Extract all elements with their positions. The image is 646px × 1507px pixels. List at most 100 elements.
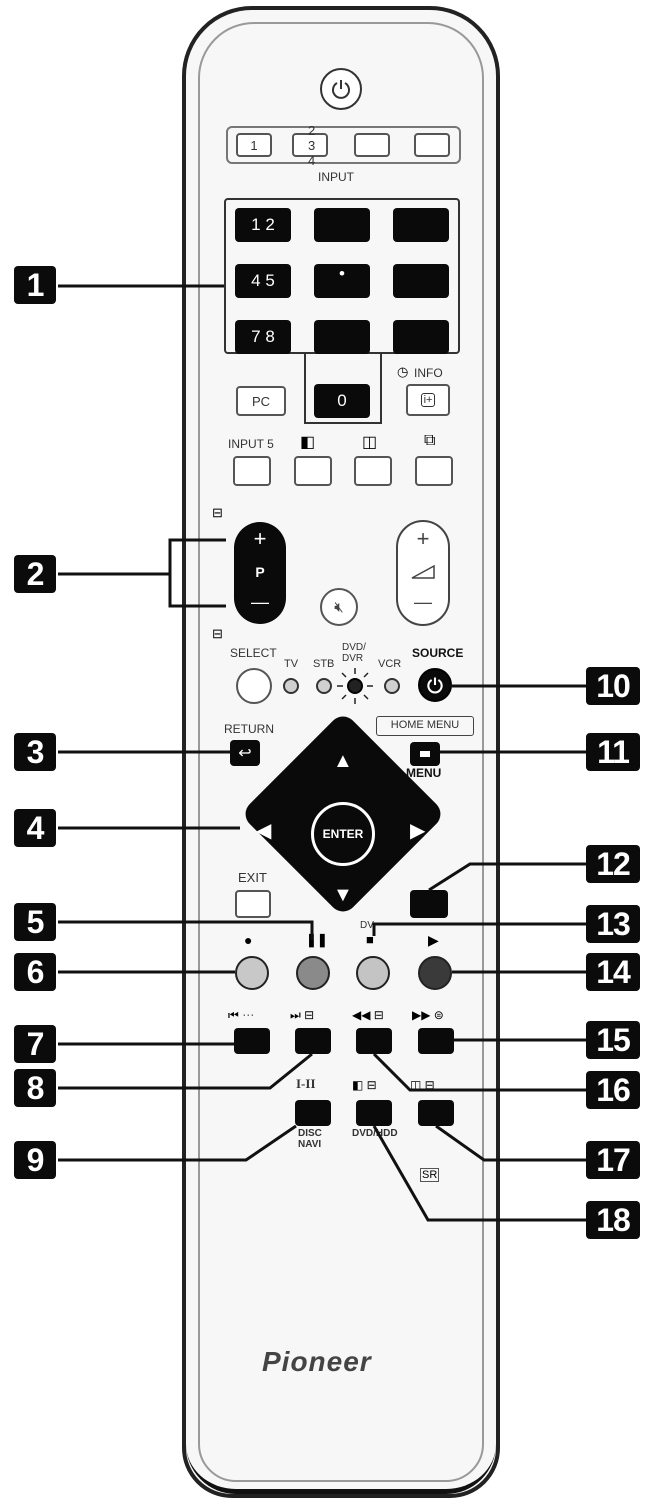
screen-swap-icon: ◫ xyxy=(362,434,378,451)
input-group xyxy=(226,126,461,164)
arrow-left-button[interactable]: ◀ xyxy=(256,818,271,843)
rewind-icon: ◀◀ ⊟ xyxy=(352,1008,384,1022)
arrow-right-button[interactable]: ▶ xyxy=(410,818,425,843)
pc-button[interactable]: PC xyxy=(236,386,286,416)
num-7-button[interactable]: 7 8 xyxy=(235,320,291,354)
subtitle-icon: ◧ ⊟ xyxy=(352,1078,377,1092)
record-icon: ● xyxy=(244,932,253,948)
volume-ramp-icon xyxy=(411,564,435,579)
callout-4: 4 xyxy=(14,809,56,847)
enter-button[interactable]: ENTER xyxy=(311,802,375,866)
tv-indicator xyxy=(283,678,299,694)
num-4-button[interactable]: 4 5 xyxy=(235,264,291,298)
num-8-button[interactable] xyxy=(314,320,370,354)
callout-8: 8 xyxy=(14,1069,56,1107)
dv-label: DV xyxy=(360,920,374,931)
input-3-button[interactable] xyxy=(354,133,390,157)
num-1-button[interactable]: 1 2 xyxy=(235,208,291,242)
input5-label: INPUT 5 xyxy=(228,437,274,451)
green-button[interactable] xyxy=(296,956,330,990)
num-3-button[interactable] xyxy=(393,208,449,242)
return-button[interactable]: ↩ xyxy=(230,740,260,766)
srs-icon: SR xyxy=(420,1168,440,1182)
exit-button[interactable] xyxy=(235,890,271,918)
num-0-button[interactable]: 0 xyxy=(314,384,370,418)
info-icon: i+ xyxy=(420,393,436,407)
callout-2: 2 xyxy=(14,555,56,593)
volume-down-label[interactable]: — xyxy=(414,592,432,612)
teletext-mode-button[interactable] xyxy=(294,456,332,486)
dvd-hdd-label: DVD/HDD xyxy=(352,1128,398,1139)
button-17[interactable] xyxy=(418,1100,454,1126)
power-button[interactable] xyxy=(320,68,362,110)
mute-button[interactable]: 🔇︎ xyxy=(320,588,358,626)
arrow-left-icon: ◀ xyxy=(256,820,272,842)
program-rocker[interactable]: + P — xyxy=(234,522,286,624)
red-button[interactable] xyxy=(235,956,269,990)
program-down-label[interactable]: — xyxy=(251,592,269,612)
arrow-down-button[interactable]: ▼ xyxy=(333,884,353,907)
skip-back-icon: ⏮ ⋯ xyxy=(228,1008,255,1022)
disc-navi-label: DISC NAVI xyxy=(298,1128,322,1150)
rewind-button[interactable] xyxy=(356,1028,392,1054)
select-button[interactable] xyxy=(236,668,272,704)
callout-9: 9 xyxy=(14,1141,56,1179)
return-label: RETURN xyxy=(224,722,274,736)
skip-back-button[interactable] xyxy=(234,1028,270,1054)
callout-5: 5 xyxy=(14,903,56,941)
volume-up-label[interactable]: + xyxy=(416,526,430,551)
arrow-down-icon: ▼ xyxy=(333,884,353,906)
one-two-label: I-II xyxy=(296,1076,316,1091)
callout-15: 15 xyxy=(586,1021,640,1059)
input-label: INPUT xyxy=(318,170,354,184)
return-arrow-icon: ↩ xyxy=(238,745,252,762)
stop-icon: ■ xyxy=(366,932,374,947)
arrow-up-button[interactable]: ▲ xyxy=(333,750,353,773)
callout-11: 11 xyxy=(586,733,640,771)
one-two-button[interactable] xyxy=(295,1100,331,1126)
callout-13: 13 xyxy=(586,905,640,943)
num-9-button[interactable] xyxy=(393,320,449,354)
callout-12: 12 xyxy=(586,845,640,883)
input-1-button[interactable]: 1 xyxy=(236,133,272,157)
yellow-button[interactable] xyxy=(356,956,390,990)
dvd-hdd-button[interactable] xyxy=(356,1100,392,1126)
vcr-indicator xyxy=(384,678,400,694)
source-label: SOURCE xyxy=(412,646,464,660)
fast-forward-icon: ▶▶ ⊜ xyxy=(412,1008,444,1022)
program-up-label[interactable]: + xyxy=(253,526,267,551)
input-4-button[interactable] xyxy=(414,133,450,157)
num-2-button[interactable] xyxy=(314,208,370,242)
button-12[interactable] xyxy=(410,890,448,918)
input5-button[interactable] xyxy=(233,456,271,486)
callout-17: 17 xyxy=(586,1141,640,1179)
callout-1: 1 xyxy=(14,266,56,304)
skip-forward-button[interactable] xyxy=(295,1028,331,1054)
half-screen-icon: ◧ xyxy=(300,434,316,451)
screen-size-icon: ⧉ xyxy=(424,432,436,449)
info-button[interactable]: i+ xyxy=(406,384,450,416)
home-menu-label: HOME MENU xyxy=(376,716,474,736)
menu-button[interactable] xyxy=(410,742,440,766)
dvd-dvr-label: DVD/ DVR xyxy=(342,642,366,664)
arrow-right-icon: ▶ xyxy=(410,820,426,842)
numpad-zero-frame xyxy=(304,352,382,424)
arrow-up-icon: ▲ xyxy=(333,750,353,772)
volume-rocker[interactable]: + — xyxy=(396,520,450,626)
num-6-button[interactable] xyxy=(393,264,449,298)
callout-6: 6 xyxy=(14,953,56,991)
fast-forward-button[interactable] xyxy=(418,1028,454,1054)
blue-button[interactable] xyxy=(418,956,452,990)
remote-base xyxy=(186,1440,496,1494)
num-5-button[interactable]: • xyxy=(314,264,370,298)
mute-icon: 🔇︎ xyxy=(334,598,344,616)
screen-size-button[interactable] xyxy=(415,456,453,486)
page-down-icon: ⊟ xyxy=(212,626,223,641)
dvd-indicator-lit xyxy=(347,678,363,694)
swap-button[interactable] xyxy=(354,456,392,486)
power-icon xyxy=(332,80,350,99)
callout-16: 16 xyxy=(586,1071,640,1109)
callout-14: 14 xyxy=(586,953,640,991)
menu-square-icon xyxy=(420,751,430,757)
